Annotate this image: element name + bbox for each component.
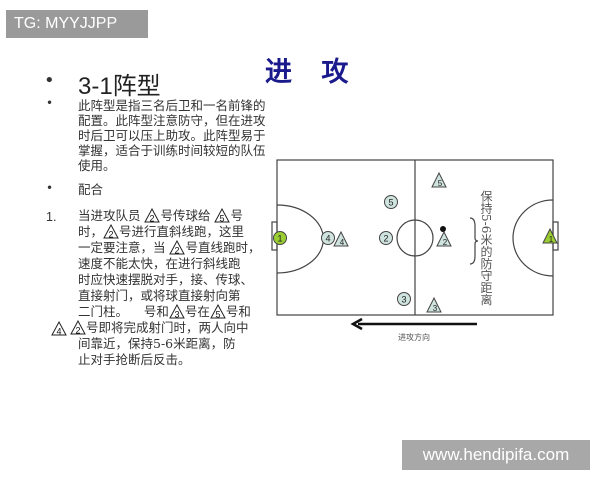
- svg-text:2: 2: [150, 214, 155, 224]
- defender-player-5: 5: [431, 171, 447, 188]
- svg-text:4: 4: [56, 327, 61, 337]
- svg-text:3: 3: [401, 295, 406, 305]
- item-line: 时应快速摆脱对手，接、传球、: [78, 272, 253, 288]
- distance-note: 保持5-6米的防守距离: [479, 190, 493, 306]
- triangle-player-icon: 3: [169, 304, 185, 320]
- text-segment: 速度不能太快，在进行斜线跑: [78, 256, 241, 271]
- attacker-player-2: 2: [379, 231, 393, 245]
- svg-text:5: 5: [388, 198, 393, 208]
- triangle-player-icon: 2: [103, 224, 119, 240]
- item-line: 二门柱。 号和 3 号在 5 号和: [78, 304, 251, 320]
- text-segment: 号即将完成射门时，两人向中: [86, 320, 249, 335]
- svg-text:5: 5: [220, 214, 225, 224]
- defender-player-1: 1: [542, 227, 558, 244]
- triangle-player-icon: 2: [70, 320, 86, 336]
- item-number: 1.: [46, 210, 57, 224]
- svg-text:2: 2: [109, 230, 114, 240]
- svg-text:4: 4: [340, 238, 345, 247]
- item-line: 止对手抢断后反击。: [78, 352, 191, 368]
- right-penalty-arc: [512, 199, 554, 277]
- text-segment: 间靠近，保持5-6米距离，防: [78, 336, 236, 351]
- item-line: 间靠近，保持5-6米距离，防: [78, 336, 236, 352]
- paragraph-cooperation: 配合: [78, 182, 104, 197]
- bullet: •: [46, 96, 54, 110]
- svg-text:2: 2: [75, 326, 80, 336]
- item-line: 直接射门，或将球直接射向第: [78, 288, 241, 304]
- triangle-player-icon: 2: [169, 240, 186, 256]
- item-line: 2 号即将完成射门时，两人向中: [70, 320, 249, 336]
- ball-icon: [440, 226, 446, 232]
- text-segment: 一定要注意，当: [78, 240, 170, 255]
- attacker-player-4: 4: [321, 231, 335, 245]
- svg-text:3: 3: [174, 310, 179, 320]
- svg-text:1: 1: [277, 234, 282, 244]
- defender-player-3: 3: [426, 296, 442, 313]
- item-line: 速度不能太快，在进行斜线跑: [78, 256, 241, 272]
- text-segment: 二门柱。 号和: [78, 304, 169, 319]
- arrow-head-icon: [350, 317, 363, 331]
- defender-player-2: 2: [436, 230, 452, 247]
- bullet: •: [44, 70, 55, 91]
- triangle-player-icon: 4: [51, 321, 67, 337]
- svg-text:5: 5: [438, 179, 443, 188]
- triangle-player-icon: 2: [144, 208, 161, 224]
- defender-player-4: 4: [333, 230, 349, 247]
- svg-text:2: 2: [383, 234, 388, 244]
- svg-text:2: 2: [175, 246, 180, 256]
- bracket: [469, 217, 479, 265]
- attacker-player-1: 1: [273, 231, 287, 245]
- item-line: 时， 2 号进行直斜线跑，这里: [78, 224, 244, 240]
- paragraph-description: 此阵型是指三名后卫和一名前锋的配置。此阵型注意防守，但在进攻时后卫可以压上助攻。…: [78, 98, 266, 173]
- bullet: •: [46, 181, 54, 195]
- svg-text:5: 5: [215, 310, 220, 320]
- text-segment: 时，: [78, 224, 104, 239]
- text-segment: 号传球给: [160, 208, 215, 223]
- direction-label: 进攻方向: [398, 332, 430, 342]
- heading: 3-1阵型: [78, 73, 161, 100]
- watermark-bottom: www.hendipifa.com: [402, 440, 590, 470]
- text-segment: 当进攻队员: [78, 208, 145, 223]
- svg-text:4: 4: [325, 234, 330, 244]
- text-segment: 时应快速摆脱对手，接、传球、: [78, 272, 254, 287]
- text-segment: 号: [230, 208, 243, 223]
- text-segment: 号在: [184, 304, 210, 319]
- attacker-player-3: 3: [397, 292, 411, 306]
- text-segment: 号进行直斜线跑，这里: [119, 224, 245, 239]
- svg-text:3: 3: [433, 304, 438, 313]
- watermark-top: TG: MYYJJPP: [6, 10, 148, 38]
- text-segment: 号直线跑时，: [185, 240, 261, 255]
- text-segment: 止对手抢断后反击。: [78, 352, 191, 367]
- attacker-player-5: 5: [384, 195, 398, 209]
- svg-text:1: 1: [549, 235, 554, 244]
- text-segment: 直接射门，或将球直接射向第: [78, 288, 241, 303]
- triangle-player-icon: 5: [210, 304, 226, 320]
- svg-text:2: 2: [443, 238, 448, 247]
- item-line: 一定要注意，当 2 号直线跑时，: [78, 240, 261, 256]
- text-segment: 号和: [225, 304, 251, 319]
- center-circle: [396, 219, 434, 257]
- page-title: 进 攻: [265, 57, 359, 88]
- triangle-player-icon: 5: [214, 208, 231, 224]
